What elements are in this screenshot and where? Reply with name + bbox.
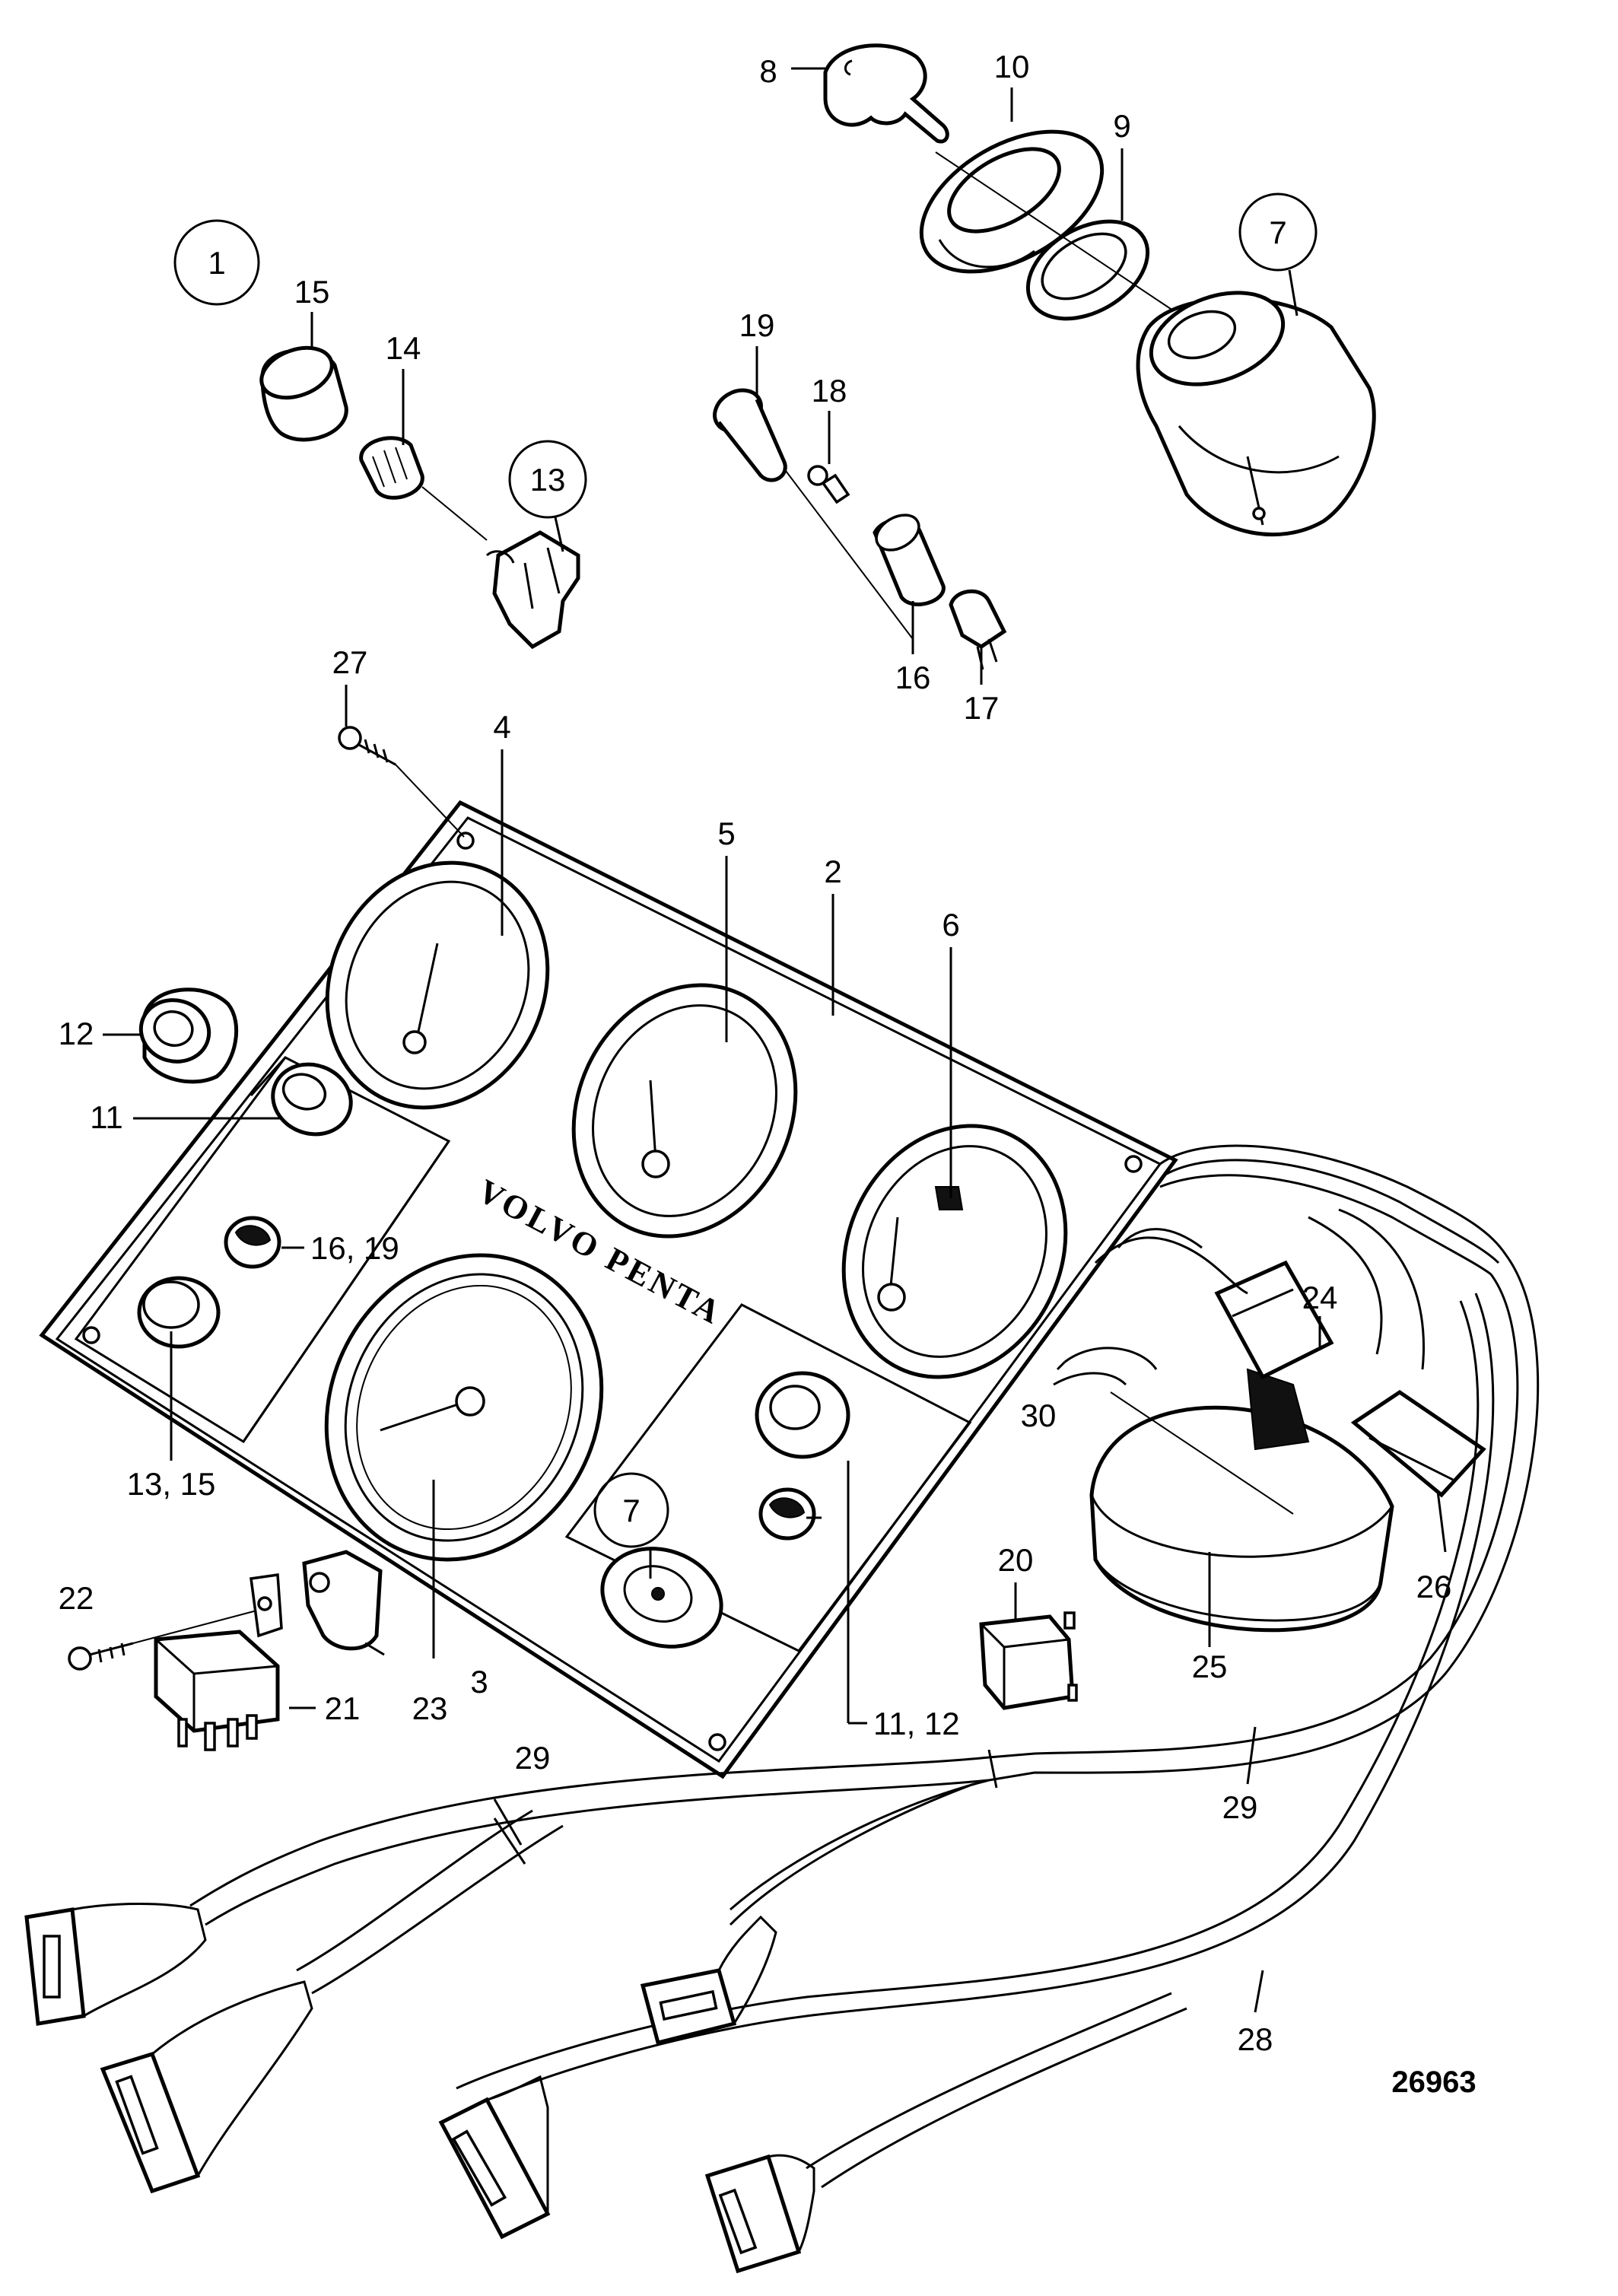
harness-plug-1 [24,1903,207,2026]
harness-plug-3 [640,1915,777,2046]
label-17: 17 [964,690,1000,726]
label-13-circled: 13 [530,462,566,498]
key-bezel-part-10 [919,129,1105,274]
lamp-part-16-19 [224,1216,281,1269]
bracket-part-23 [302,1550,383,1651]
warning-lamp-part-11 [271,1062,353,1137]
relay-part-21 [154,1573,283,1751]
part-labels: 8 10 9 15 14 19 18 16 17 27 4 5 2 6 12 1… [59,49,1477,2099]
label-19: 19 [739,307,775,343]
knob-part-15 [259,345,348,442]
ignition-switch-part-7 [1136,291,1376,537]
screw-part-27 [338,726,396,766]
label-7-circled-panel: 7 [622,1493,640,1528]
label-24: 24 [1302,1280,1338,1315]
label-27: 27 [332,644,368,680]
label-10: 10 [994,49,1030,84]
circled-label-13: 13 [508,440,587,519]
switch-axis-line [421,486,488,541]
lamp-socket-part-17 [949,589,1007,670]
label-9: 9 [1113,108,1130,144]
relay-part-20 [979,1611,1078,1710]
label-7-circled-top: 7 [1269,215,1286,250]
label-23: 23 [412,1690,448,1726]
knob-part-13-15 [137,1276,221,1349]
label-3: 3 [470,1664,488,1700]
label-29-top: 29 [515,1740,551,1776]
label-25: 25 [1192,1649,1228,1684]
instrument-panel-part-2 [39,800,1178,1779]
warning-lamp-right-part-11-12 [755,1371,850,1459]
harness-plug-5 [704,2154,815,2274]
screw-part-22 [68,1642,134,1671]
label-4: 4 [493,709,510,745]
label-26: 26 [1416,1569,1452,1604]
label-15: 15 [294,274,330,310]
cover-part-25 [1089,1368,1394,1633]
ring-part-9 [1025,219,1150,321]
label-6: 6 [942,907,959,943]
drawing-number: 26963 [1391,2065,1476,2099]
label-29-right: 29 [1222,1789,1258,1825]
leader-lines [103,67,1447,2013]
right-switch-subpanel [564,1303,972,1652]
label-28: 28 [1238,2021,1273,2057]
label-5: 5 [717,816,735,851]
wire-bundle [1053,1144,1508,1386]
label-8: 8 [759,53,777,89]
gauge-part-5 [571,983,798,1239]
ignition-switch-panel-part-7 [600,1547,723,1649]
label-11-12: 11, 12 [873,1706,960,1741]
gauge-part-6 [841,1124,1068,1379]
label-14: 14 [386,330,421,366]
tachometer-part-3 [324,1253,604,1562]
label-22: 22 [59,1580,94,1616]
harness-plug-4 [438,2075,551,2240]
label-16-19: 16, 19 [310,1230,399,1266]
lamp-right-subpanel [758,1487,822,1541]
label-12: 12 [59,1016,94,1051]
label-13-15: 13, 15 [127,1466,216,1502]
harness-plug-2 [100,1980,313,2194]
circled-label-7-top: 7 [1238,192,1318,272]
label-18: 18 [812,373,847,409]
label-30: 30 [1021,1398,1057,1433]
assembly-label-1: 1 [208,245,225,281]
lamp-lens-part-19 [713,388,787,482]
label-20: 20 [998,1542,1034,1578]
gauge-part-4 [325,860,550,1110]
circled-label-1: 1 [173,219,260,306]
circled-label-7-panel: 7 [593,1472,669,1548]
bezel-part-12 [138,987,239,1084]
ignition-key-part-8 [823,43,949,144]
label-16: 16 [895,660,931,695]
connector-part-26 [1350,1389,1486,1498]
label-21: 21 [325,1690,361,1726]
switch-part-13 [485,530,580,650]
harness-part-29 [189,1255,1540,1995]
lamp-holder-part-16 [873,514,946,606]
bulb-part-18 [807,465,850,504]
label-11: 11 [90,1099,123,1135]
nut-part-14 [359,436,424,500]
label-2: 2 [824,854,841,889]
